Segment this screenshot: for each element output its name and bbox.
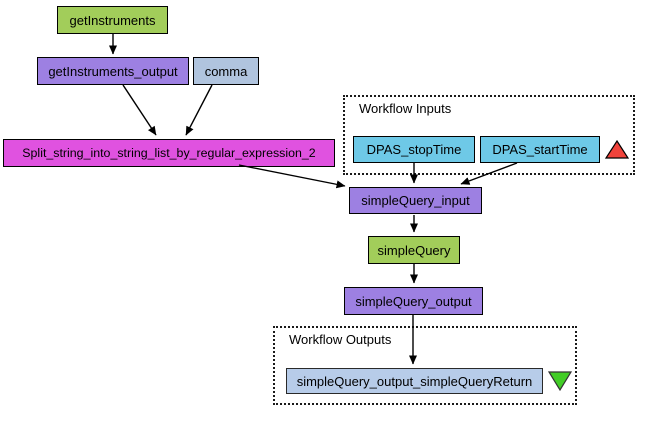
node-dpas-stoptime[interactable]: DPAS_stopTime bbox=[353, 136, 475, 163]
node-simplequery-output-simplequeryreturn[interactable]: simpleQuery_output_simpleQueryReturn bbox=[286, 368, 543, 394]
workflow-output-port-icon[interactable] bbox=[547, 371, 573, 392]
node-simplequery-output[interactable]: simpleQuery_output bbox=[344, 287, 483, 315]
workflow-inputs-group: Workflow Inputs bbox=[343, 95, 635, 175]
node-getInstruments-output[interactable]: getInstruments_output bbox=[37, 57, 189, 85]
node-simplequery-input[interactable]: simpleQuery_input bbox=[349, 187, 482, 214]
workflow-input-port-icon[interactable] bbox=[604, 139, 630, 159]
node-getInstruments[interactable]: getInstruments bbox=[57, 6, 168, 34]
edge-output-to-split bbox=[122, 84, 157, 136]
workflow-outputs-group: Workflow Outputs bbox=[273, 326, 577, 405]
edge-comma-to-split bbox=[185, 84, 213, 136]
workflow-outputs-group-label: Workflow Outputs bbox=[289, 332, 392, 347]
edge-split-to-simplequery-input bbox=[238, 164, 346, 189]
node-dpas-starttime[interactable]: DPAS_startTime bbox=[480, 136, 600, 163]
node-simplequery[interactable]: simpleQuery bbox=[368, 236, 460, 264]
node-split-string-into-string-list[interactable]: Split_string_into_string_list_by_regular… bbox=[3, 139, 335, 167]
workflow-inputs-group-label: Workflow Inputs bbox=[359, 101, 452, 116]
node-comma[interactable]: comma bbox=[193, 57, 259, 85]
